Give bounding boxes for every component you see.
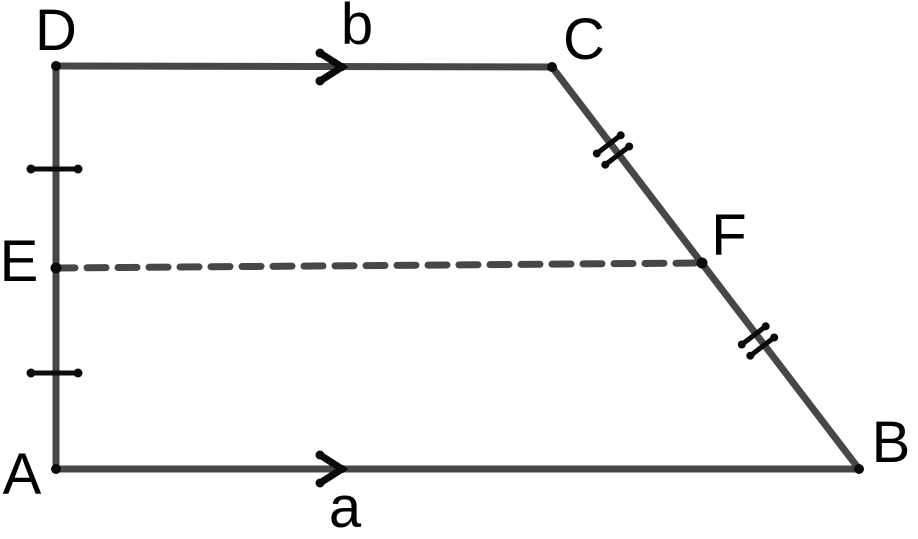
point-dot-f [696,257,708,269]
single-tick-ad-lower [26,368,83,378]
vertex-dot-d [51,61,61,71]
side-dc-line [52,62,556,71]
vertex-dot-c [547,62,557,72]
vertex-dot-b [854,464,864,474]
parallel-arrow-dc-icon [315,48,349,86]
vertex-label-c: C [563,7,605,72]
side-label-b: b [341,0,373,57]
side-cb-line [548,63,863,473]
vertex-label-d: D [35,0,77,63]
parallel-arrow-ab-icon [315,450,349,488]
side-label-a: a [329,475,362,539]
midsegment-ef-line [52,259,706,272]
point-dot-e [50,262,62,274]
double-tick-fb [737,322,779,360]
midpoint-label-f: F [711,203,746,268]
double-tick-cf [592,131,634,169]
midpoint-label-e: E [0,229,38,294]
vertex-label-a: A [3,442,42,507]
vertex-label-b: B [872,410,911,475]
vertex-dot-a [51,464,61,474]
single-tick-ad-upper [26,164,83,174]
